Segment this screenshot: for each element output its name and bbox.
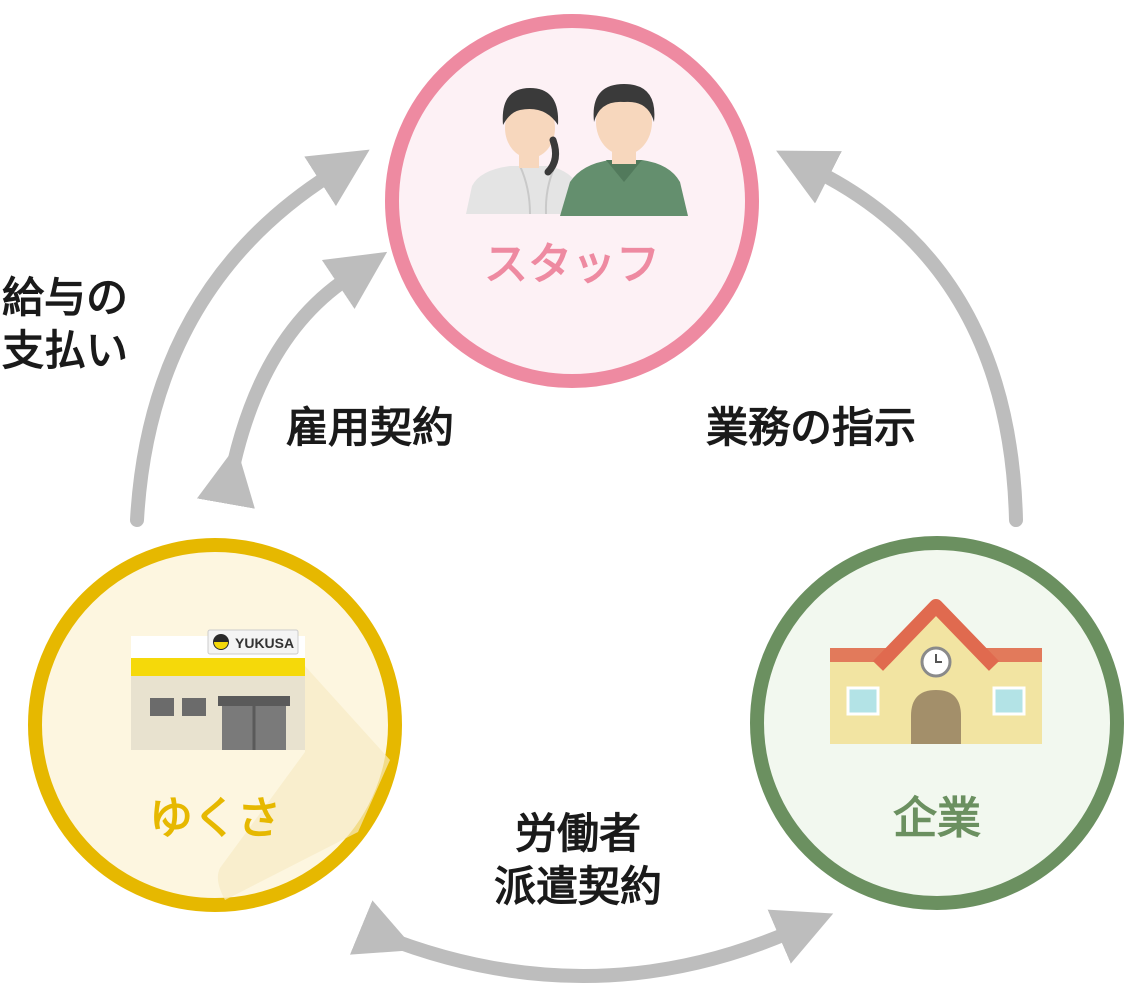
shop-building-icon: YUKUSA xyxy=(131,629,305,750)
yukusa-label: ゆくさ xyxy=(149,793,281,844)
employment-arrow xyxy=(196,251,388,509)
staff-people-icon xyxy=(466,84,688,216)
dispatch-label-line2: 派遣契約 xyxy=(493,861,662,911)
shop-sign-text: YUKUSA xyxy=(235,635,294,651)
instruction-arrow xyxy=(776,150,1023,527)
company-node xyxy=(750,536,1124,910)
salary-label: 給与の 支払い xyxy=(2,272,128,377)
office-building-icon xyxy=(830,599,1042,744)
yukusa-node: YUKUSA xyxy=(28,538,402,912)
company-label: 企業 xyxy=(893,793,981,844)
salary-label-line1: 給与の xyxy=(2,273,129,322)
dispatch-label-line1: 労働者 xyxy=(514,809,641,858)
dispatch-label: 労働者 派遣契約 xyxy=(478,808,678,913)
employment-label: 雇用契約 xyxy=(286,403,455,452)
staff-label: スタッフ xyxy=(484,239,660,290)
salary-label-line2: 支払い xyxy=(2,325,129,375)
instruction-label: 業務の指示 xyxy=(706,403,917,452)
staff-node xyxy=(385,14,759,388)
dispatch-arrow xyxy=(349,900,834,983)
salary-arrow xyxy=(130,149,370,527)
